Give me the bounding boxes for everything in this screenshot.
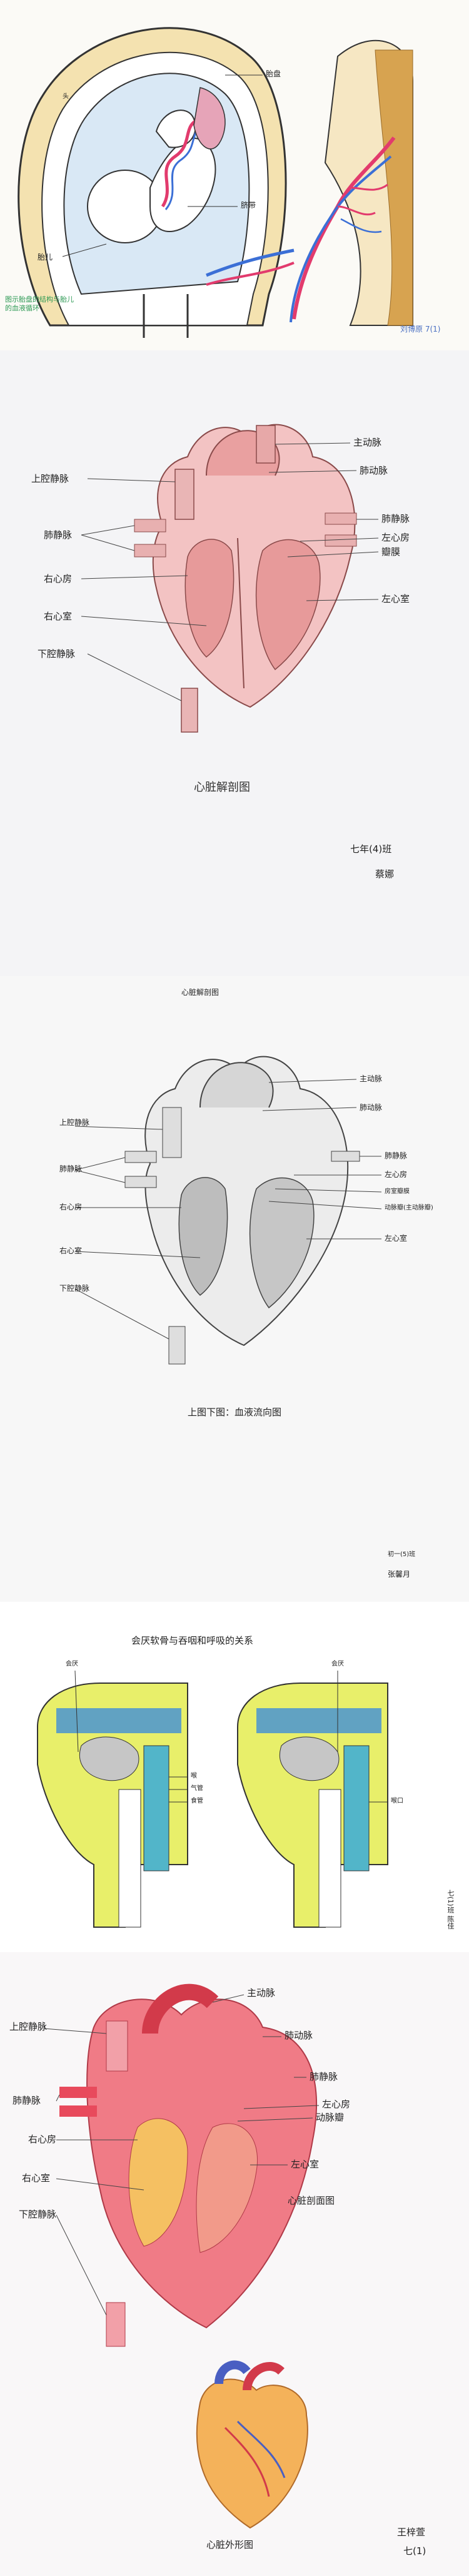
title-heart-anatomy: 心脏解剖图 <box>181 988 219 997</box>
label-right-atrium: 右心房 <box>44 573 73 584</box>
label-esophagus: 食管 <box>191 1798 203 1805</box>
label-pulmonary-vein-left: 肺静脉 <box>13 2095 41 2106</box>
label-valve: 瓣膜 <box>381 546 401 557</box>
label-right-ventricle: 右心室 <box>22 2172 51 2184</box>
label-pulmonary-vein-left: 肺静脉 <box>44 529 73 541</box>
heart-anatomy-panel-1: 上腔静脉 主动脉 肺动脉 肺静脉 肺静脉 左心房 瓣膜 右心房 左心室 右心室 … <box>0 350 469 976</box>
heart-illustration-colored-2 <box>0 1952 469 2576</box>
label-pulmonary-vein-left: 肺静脉 <box>59 1164 83 1173</box>
signature-name: 蔡娜 <box>375 868 395 880</box>
label-valve: 动脉瓣 <box>316 2112 345 2123</box>
placenta-illustration <box>0 0 469 350</box>
caption-heart-section: 心脏剖面图 <box>288 2195 335 2206</box>
label-head: 头 <box>63 93 69 100</box>
label-svc: 上腔静脉 <box>59 1118 90 1127</box>
label-epiglottis-right: 会厌 <box>331 1661 344 1667</box>
label-svc: 上腔静脉 <box>9 2021 48 2032</box>
label-left-atrium: 左心房 <box>322 2099 351 2110</box>
signature-class: 七年(4)班 <box>350 843 392 855</box>
placenta-drawing-panel: 胎盘 头 脐带 胎儿 图示胎盘的结构与胎儿的血液循环 刘博原 7(1) <box>0 0 469 350</box>
label-ivc: 下腔静脉 <box>19 2209 57 2220</box>
heart-illustration-pencil <box>0 976 469 1602</box>
signature: 七(1)班 陈佳 <box>446 1890 455 1930</box>
label-pulmonary-artery: 肺动脉 <box>285 2030 313 2041</box>
label-epiglottis-left: 会厌 <box>66 1661 78 1667</box>
label-left-ventricle: 左心室 <box>381 593 410 604</box>
label-ivc: 下腔静脉 <box>59 1284 90 1293</box>
signature-name: 张馨月 <box>388 1570 411 1579</box>
label-throat: 喉口 <box>391 1798 403 1805</box>
caption-heart-external: 心脏外形图 <box>206 2539 254 2550</box>
epiglottis-panel: 会厌软骨与吞咽和呼吸的关系 会厌 喉 气管 食管 会厌 喉口 七(1)班 陈佳 <box>0 1602 469 1952</box>
title-epiglottis: 会厌软骨与吞咽和呼吸的关系 <box>131 1635 254 1646</box>
label-pulmonary-artery: 肺动脉 <box>360 465 388 476</box>
signature: 刘博原 7(1) <box>400 325 441 333</box>
label-left-atrium: 左心房 <box>381 532 410 543</box>
label-left-atrium: 左心房 <box>385 1170 408 1179</box>
caption-blood-flow: 上图下图：血液流向图 <box>188 1407 282 1418</box>
label-valve-arterial: 动脉瓣(主动脉瓣) <box>385 1204 433 1211</box>
label-right-ventricle: 右心室 <box>59 1246 83 1255</box>
label-trachea: 气管 <box>191 1785 203 1792</box>
label-fetus: 胎儿 <box>38 253 53 262</box>
signature-class: 初一(5)班 <box>388 1551 416 1558</box>
label-left-ventricle: 左心室 <box>291 2159 320 2170</box>
label-umbilical-cord: 脐带 <box>241 201 256 210</box>
label-aorta: 主动脉 <box>360 1074 383 1083</box>
heart-illustration-colored <box>0 350 469 976</box>
signature-name: 王梓萱 <box>397 2527 426 2538</box>
caption-heart-anatomy: 心脏解剖图 <box>194 781 250 794</box>
epiglottis-illustration <box>0 1602 469 1952</box>
label-right-ventricle: 右心室 <box>44 611 73 622</box>
label-pulmonary-vein-right: 肺静脉 <box>310 2071 338 2082</box>
heart-anatomy-panel-2: 心脏解剖图 上腔静脉 主动脉 肺动脉 肺静脉 肺静脉 左心房 右心房 房室瓣膜 … <box>0 976 469 1602</box>
caption-note: 图示胎盘的结构与胎儿的血液循环 <box>5 295 74 312</box>
label-pulmonary-artery: 肺动脉 <box>360 1103 383 1112</box>
label-pulmonary-vein-right: 肺静脉 <box>381 513 410 524</box>
label-svc: 上腔静脉 <box>31 473 69 484</box>
label-left-ventricle: 左心室 <box>385 1234 408 1243</box>
label-placenta: 胎盘 <box>266 69 281 78</box>
label-aorta: 主动脉 <box>247 1987 276 1998</box>
label-right-atrium: 右心房 <box>59 1203 83 1211</box>
label-right-atrium: 右心房 <box>28 2134 57 2145</box>
signature-class: 七(1) <box>403 2545 426 2557</box>
label-aorta: 主动脉 <box>353 437 382 448</box>
label-valve-atrioventricular: 房室瓣膜 <box>385 1188 410 1195</box>
label-pulmonary-vein-right: 肺静脉 <box>385 1151 408 1160</box>
label-larynx: 喉 <box>191 1773 197 1779</box>
heart-anatomy-panel-3: 主动脉 上腔静脉 肺动脉 肺静脉 肺静脉 左心房 动脉瓣 右心房 左心室 右心室… <box>0 1952 469 2576</box>
label-ivc: 下腔静脉 <box>38 648 76 659</box>
